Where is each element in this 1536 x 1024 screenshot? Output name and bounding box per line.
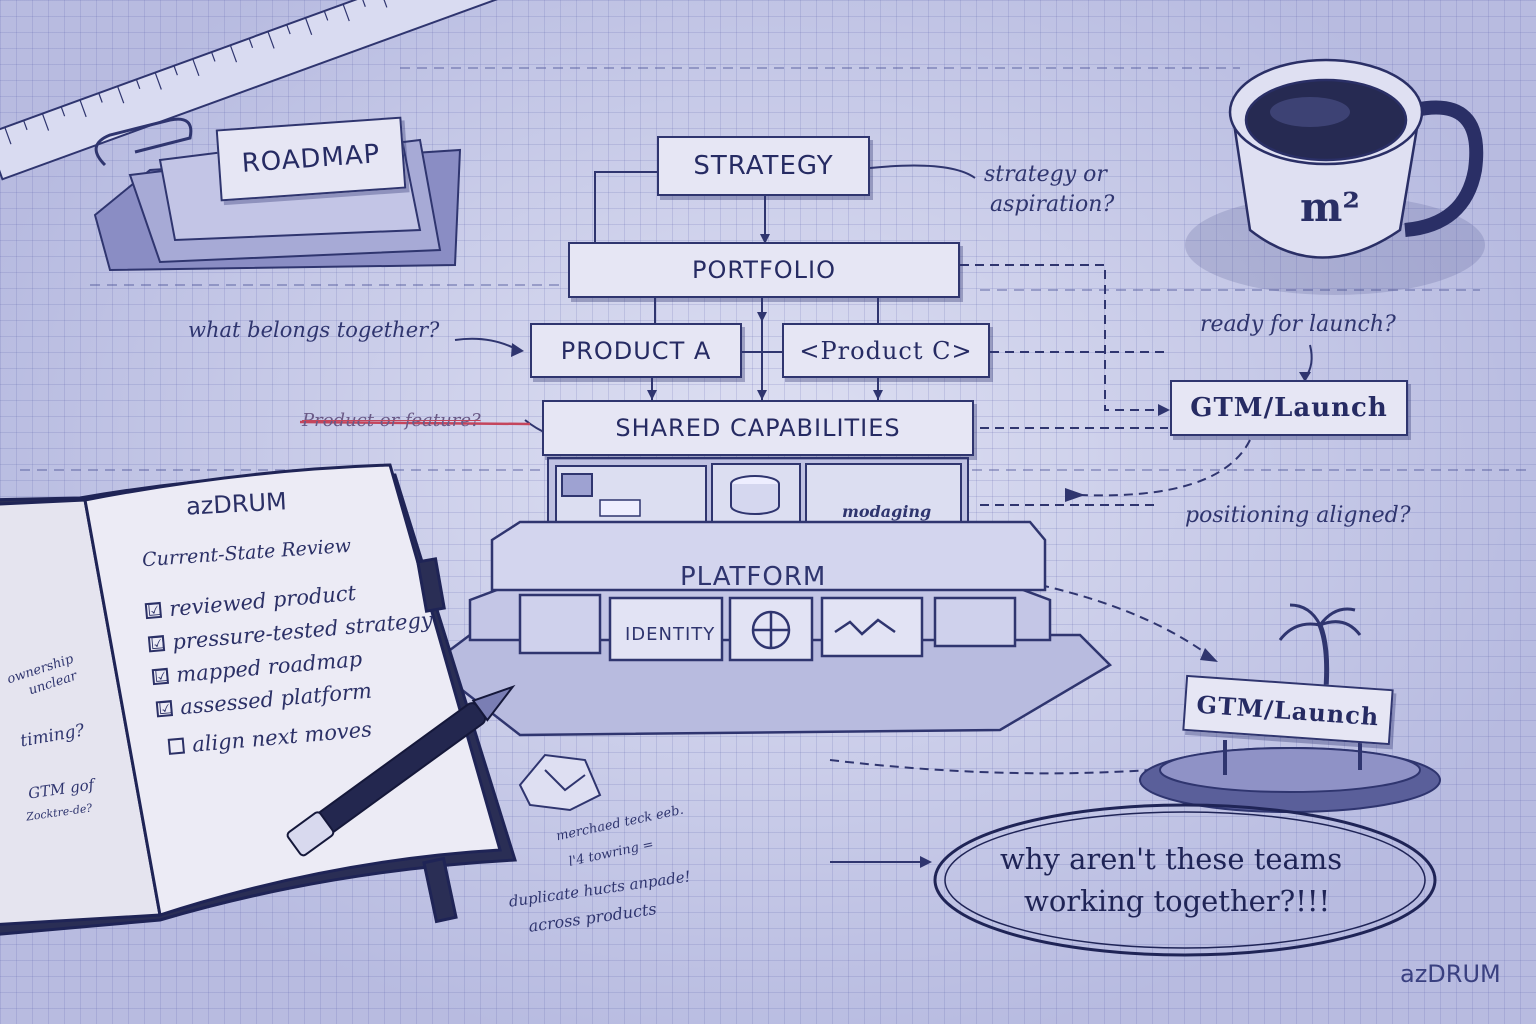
identity-label: IDENTITY — [625, 624, 716, 645]
positioning-note: positioning aligned? — [1185, 503, 1411, 528]
module-tiles — [547, 457, 969, 531]
pen-drawing — [286, 684, 516, 857]
gtm-island-label: GTM/Launch — [1195, 689, 1381, 731]
callout-ellipse — [933, 803, 1437, 957]
ready-for-launch-note: ready for launch? — [1200, 312, 1396, 337]
messaging-module-label: modaging — [842, 502, 932, 521]
callout-line2: working together?!!! — [1024, 884, 1331, 918]
platform-label: PLATFORM — [680, 562, 827, 592]
checkbox-checked[interactable]: ☑ — [144, 599, 163, 620]
gtm-launch-box: GTM/Launch — [1170, 380, 1408, 436]
strategy-label: STRATEGY — [693, 151, 834, 181]
crumpled-paper-drawing — [518, 753, 602, 812]
ruler-drawing — [0, 0, 568, 181]
arrowheads — [647, 234, 883, 400]
callout-line1: why aren't these teams — [1000, 842, 1343, 876]
portfolio-box: PORTFOLIO — [568, 242, 960, 298]
checkbox-checked[interactable]: ☑ — [147, 633, 166, 654]
notebook-brand: azDRUM — [185, 487, 288, 521]
product-c-box: <Product C> — [782, 323, 990, 378]
shared-capabilities-box: SHARED CAPABILITIES — [542, 400, 974, 456]
roadmap-label: ROADMAP — [240, 139, 382, 179]
strategy-box: STRATEGY — [657, 136, 870, 196]
shared-capabilities-label: SHARED CAPABILITIES — [615, 414, 901, 442]
platform-base — [427, 520, 1113, 737]
product-or-feature-note: Product or feature? — [302, 410, 481, 431]
notebook-drawing — [0, 463, 518, 936]
checkbox-checked[interactable]: ☑ — [151, 665, 170, 686]
roadmap-card: ROADMAP — [215, 116, 407, 202]
strategy-question-line1: strategy or — [984, 162, 1107, 187]
belongs-together-note: what belongs together? — [188, 318, 440, 342]
product-c-label: <Product C> — [799, 336, 973, 365]
strike-line — [299, 420, 531, 426]
island-drawing — [1139, 603, 1441, 813]
mug-logo: m² — [1300, 184, 1360, 231]
gtm-launch-label: GTM/Launch — [1190, 393, 1388, 423]
product-a-label: PRODUCT A — [560, 336, 712, 365]
checkbox-checked[interactable]: ☑ — [155, 698, 174, 719]
signature: azDRUM — [1400, 960, 1501, 988]
product-a-box: PRODUCT A — [530, 323, 742, 378]
strategy-question-line2: aspiration? — [990, 192, 1115, 217]
checkbox-unchecked[interactable] — [167, 737, 186, 755]
portfolio-label: PORTFOLIO — [692, 256, 836, 284]
gtm-dashed-links — [829, 264, 1251, 775]
mug-drawing — [1185, 58, 1485, 295]
